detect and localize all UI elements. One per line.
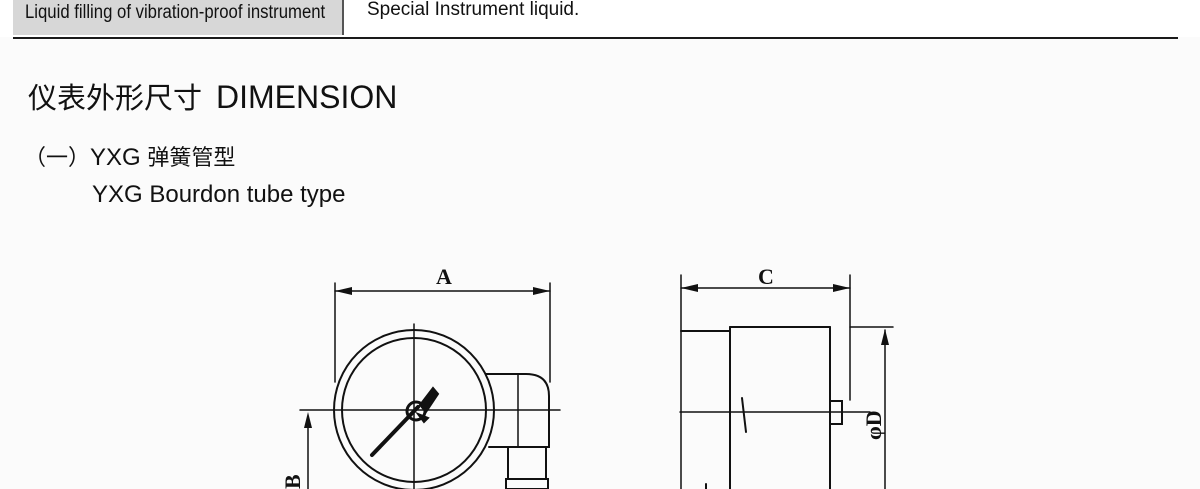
spec-label-cell: Liquid filling of vibration-proof instru…: [13, 0, 344, 35]
page-background: [0, 37, 1200, 489]
spec-value-cell: Special Instrument liquid.: [367, 0, 580, 20]
section-title-en: DIMENSION: [216, 79, 398, 115]
dim-label-a: A: [436, 264, 452, 289]
subsection-name-en: YXG Bourdon tube type: [92, 181, 346, 208]
side-view: [679, 274, 894, 489]
front-view: [299, 282, 561, 489]
spec-table-row: Liquid filling of vibration-proof instru…: [13, 0, 1178, 39]
dim-label-d: φD: [861, 410, 886, 440]
section-title-cn: 仪表外形尺寸: [28, 81, 203, 115]
subsection-model: YXG: [90, 144, 141, 171]
spec-label-text: Liquid filling of vibration-proof instru…: [25, 2, 326, 23]
section-title: 仪表外形尺寸 DIMENSION: [28, 78, 397, 117]
dim-label-b: B: [280, 474, 305, 489]
subsection-number: （一）: [24, 146, 91, 171]
subsection-name-cn: 弹簧管型: [147, 146, 236, 171]
dim-label-c: C: [758, 264, 774, 289]
subsection-heading: （一）YXG 弹簧管型: [24, 143, 235, 174]
